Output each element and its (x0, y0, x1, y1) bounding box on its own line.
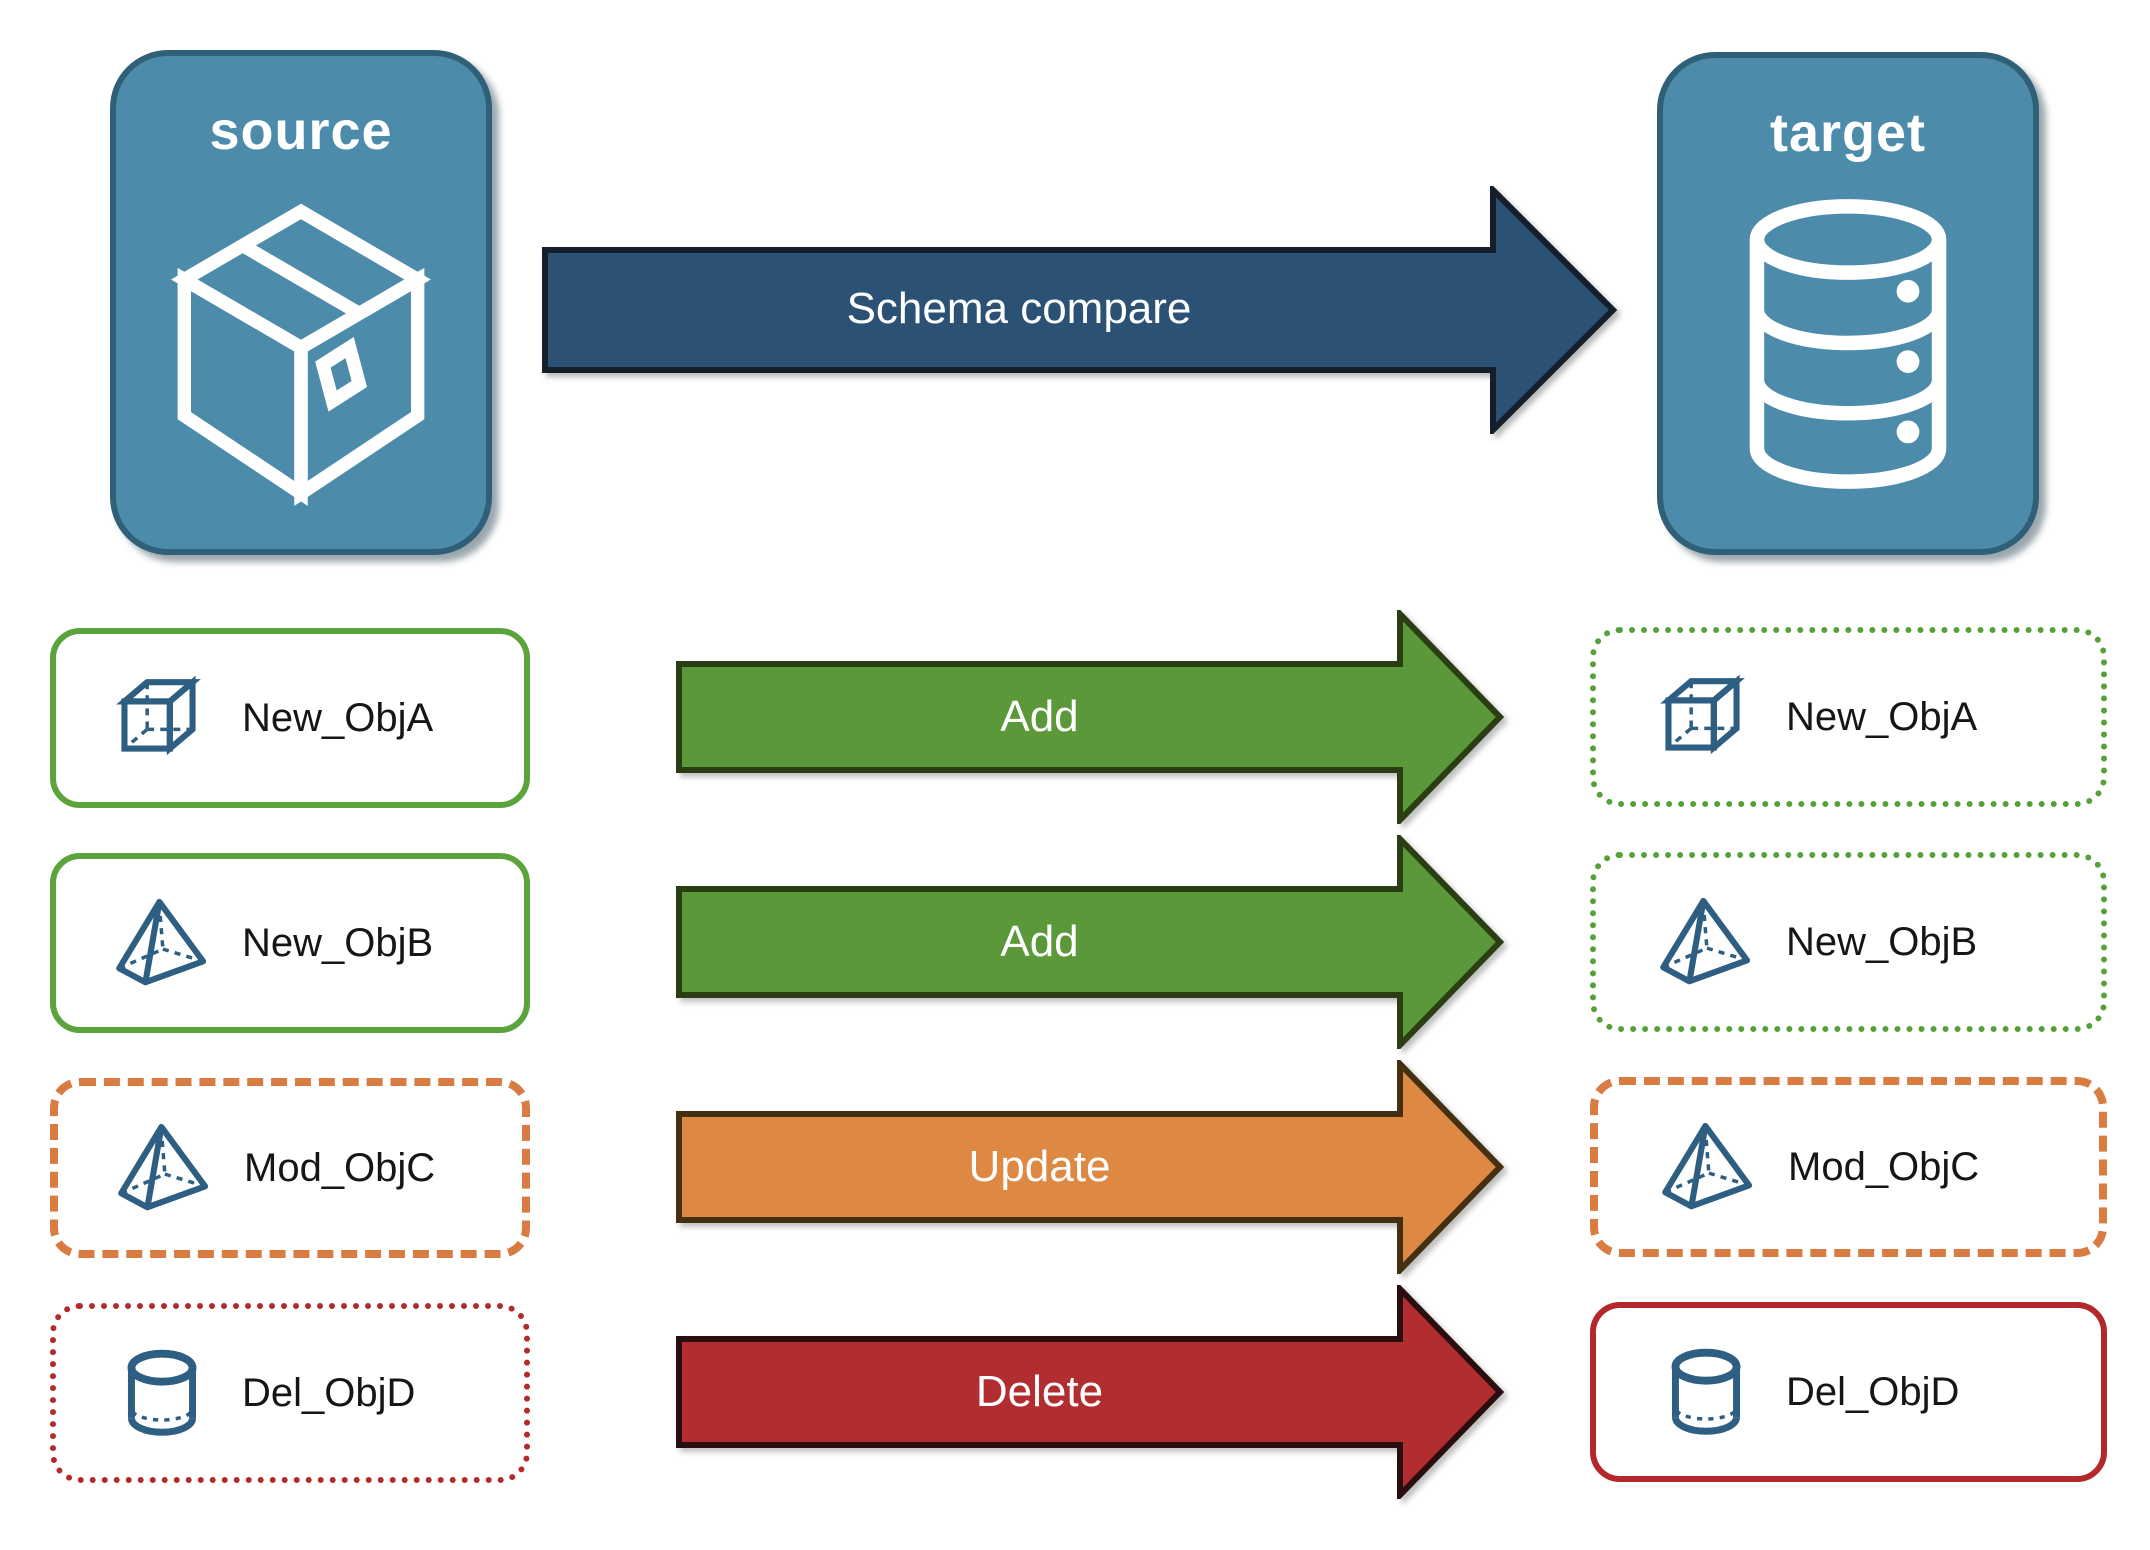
add-arrow-label: Add (1000, 692, 1079, 741)
source-object-box-del-objd: Del_ObjD (50, 1303, 530, 1483)
target-object-box-mod-objc: Mod_ObjC (1590, 1077, 2107, 1257)
source-label: source (209, 101, 393, 161)
cube-icon (1658, 669, 1754, 765)
object-name: New_ObjA (1786, 694, 1978, 739)
target-object-box-del-objd: Del_ObjD (1590, 1302, 2107, 1482)
object-name: Del_ObjD (242, 1370, 416, 1415)
target-node: target (1657, 52, 2039, 555)
update-arrow-label: Update (968, 1142, 1111, 1191)
source-object-box-new-obja: New_ObjA (50, 628, 530, 808)
database-icon (1749, 199, 1947, 489)
pyramid-icon (1658, 894, 1754, 990)
add-arrow-label: Add (1000, 917, 1079, 966)
target-object-box-new-obja: New_ObjA (1590, 627, 2107, 807)
source-node: source (110, 50, 492, 555)
add-arrow (676, 835, 1505, 1049)
object-name: Mod_ObjC (1788, 1144, 1980, 1189)
source-object-box-mod-objc: Mod_ObjC (50, 1078, 530, 1258)
add-arrow (676, 610, 1505, 824)
pyramid-icon (114, 895, 210, 991)
object-name: New_ObjA (242, 695, 434, 740)
cube-icon (114, 670, 210, 766)
object-name: New_ObjB (1786, 919, 1978, 964)
schema-compare-arrow (542, 186, 1618, 434)
cylinder-icon (1658, 1344, 1754, 1440)
target-object-box-new-objb: New_ObjB (1590, 852, 2107, 1032)
delete-arrow-label: Delete (975, 1367, 1104, 1416)
target-label: target (1769, 103, 1927, 163)
source-object-box-new-objb: New_ObjB (50, 853, 530, 1033)
schema-compare-arrow-label: Schema compare (846, 284, 1192, 333)
object-name: New_ObjB (242, 920, 434, 965)
delete-arrow (676, 1285, 1505, 1499)
object-name: Mod_ObjC (244, 1145, 436, 1190)
object-name: Del_ObjD (1786, 1369, 1960, 1414)
pyramid-icon (116, 1120, 212, 1216)
package-icon (171, 203, 431, 506)
update-arrow (676, 1060, 1505, 1274)
cylinder-icon (114, 1345, 210, 1441)
pyramid-icon (1660, 1119, 1756, 1215)
